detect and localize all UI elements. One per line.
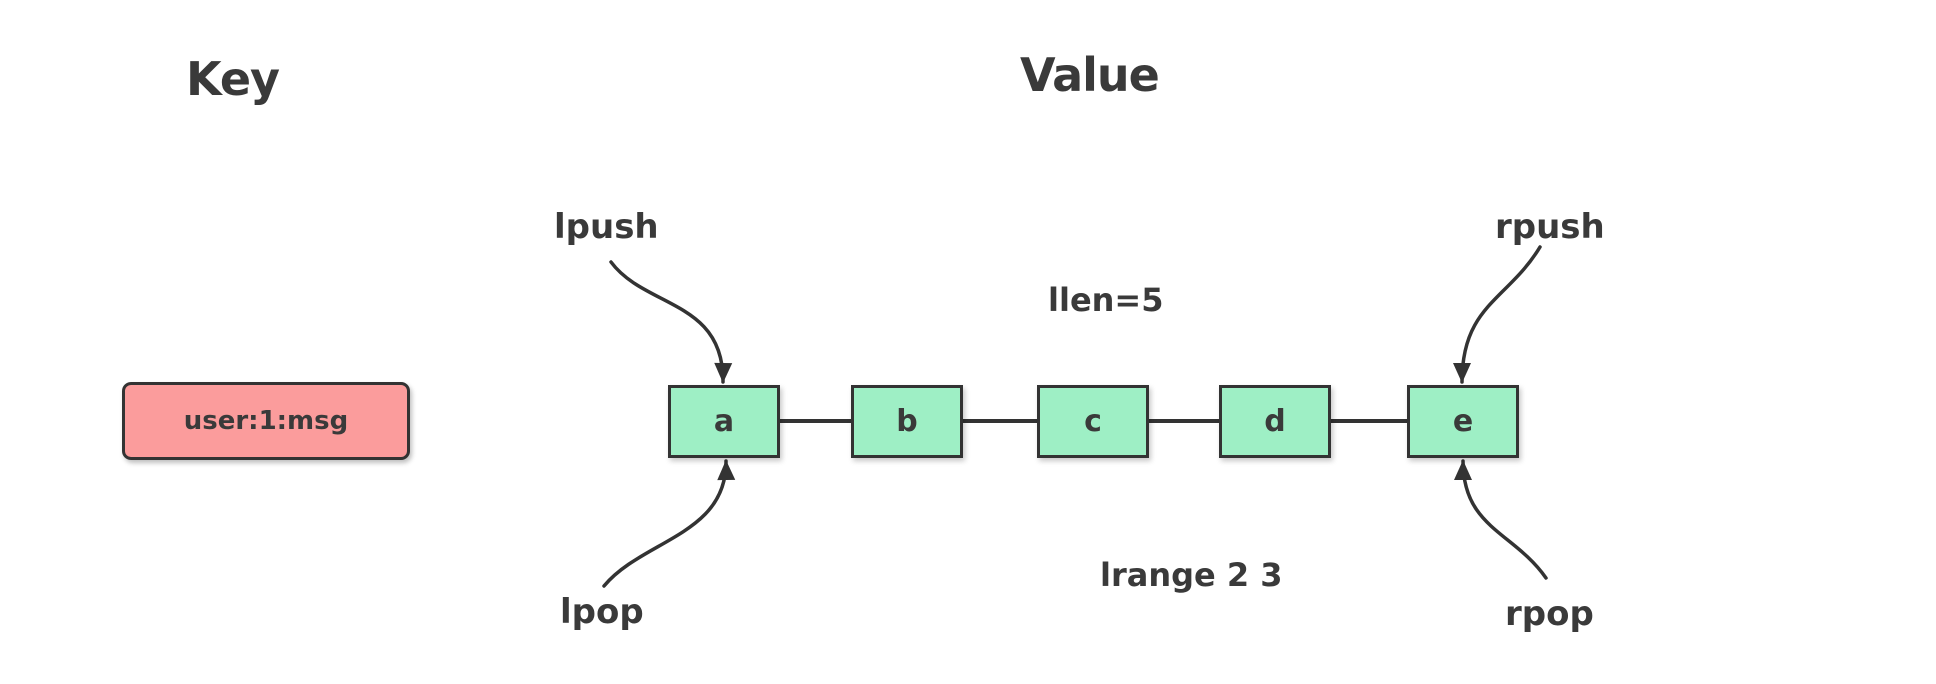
- lpush-label: lpush: [554, 207, 659, 247]
- lpop-arrow: [602, 459, 736, 588]
- list-node-d: d: [1219, 385, 1331, 458]
- key-heading: Key: [186, 52, 280, 106]
- node-label-b: b: [896, 404, 918, 439]
- lpush-arrow: [609, 260, 733, 384]
- lrange-annotation: lrange 2 3: [1100, 556, 1283, 594]
- rpop-label: rpop: [1505, 594, 1594, 634]
- llen-annotation: llen=5: [1048, 281, 1164, 319]
- list-node-c: c: [1037, 385, 1149, 458]
- key-box: user:1:msg: [122, 382, 410, 460]
- key-name: user:1:msg: [183, 406, 349, 436]
- rpush-arrow: [1453, 245, 1542, 384]
- lpop-label: lpop: [560, 592, 644, 632]
- value-heading: Value: [1020, 48, 1160, 102]
- list-node-b: b: [851, 385, 963, 458]
- node-label-c: c: [1084, 404, 1102, 439]
- node-label-a: a: [713, 404, 735, 439]
- list-node-e: e: [1407, 385, 1519, 458]
- node-label-d: d: [1264, 404, 1286, 439]
- rpop-arrow: [1454, 459, 1548, 580]
- node-label-e: e: [1452, 404, 1474, 439]
- rpush-label: rpush: [1495, 207, 1605, 247]
- list-node-a: a: [668, 385, 780, 458]
